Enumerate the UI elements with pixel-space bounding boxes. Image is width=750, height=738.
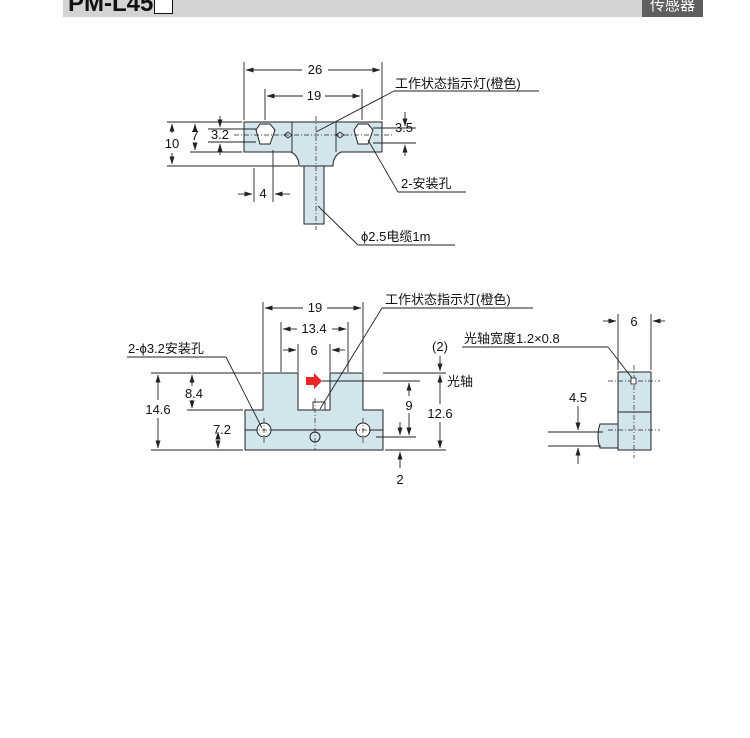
top-view-hole-left bbox=[255, 123, 276, 145]
top-view: 26 19 10 7 3.2 3.5 4 bbox=[165, 62, 539, 246]
front-dim-axis-height: 9 bbox=[405, 398, 412, 413]
front-indicator-label: 工作状态指示灯(橙色) bbox=[385, 292, 511, 307]
front-dim-slot-depth: 8.4 bbox=[185, 386, 203, 401]
category-tag: 传感器 bbox=[641, 0, 703, 17]
model-suffix-box bbox=[154, 0, 174, 14]
front-view-body bbox=[244, 372, 384, 451]
side-view-lower bbox=[617, 411, 652, 451]
side-dim-width: 6 bbox=[630, 314, 637, 329]
front-dim-hole-pitch: 19 bbox=[308, 300, 322, 315]
dim-total-width: 26 bbox=[308, 62, 322, 77]
mount-holes-label: 2-安装孔 bbox=[401, 176, 452, 191]
side-view: 6 4.5 光轴宽度1.2×0.8 bbox=[462, 314, 665, 464]
dim-hole-left: 3.2 bbox=[211, 127, 229, 142]
front-dim-gap: (2) bbox=[432, 339, 448, 354]
front-mount-holes-label: 2-ϕ3.2安装孔 bbox=[128, 341, 204, 356]
optical-axis-window bbox=[630, 377, 637, 385]
front-dim-total-height: 14.6 bbox=[145, 402, 170, 417]
top-view-body bbox=[243, 121, 383, 167]
model-name: PM-L45 bbox=[68, 0, 154, 17]
axis-width-label: 光轴宽度1.2×0.8 bbox=[464, 331, 560, 346]
indicator-arrow bbox=[306, 373, 322, 389]
optical-axis-label: 光轴 bbox=[447, 374, 473, 389]
header-bar bbox=[63, 0, 703, 17]
front-dim-bottom: 2 bbox=[396, 472, 403, 487]
front-dim-slot-width: 6 bbox=[310, 343, 317, 358]
front-dim-hole-height: 7.2 bbox=[213, 422, 231, 437]
dim-hole-pitch: 19 bbox=[307, 88, 321, 103]
dim-inner-height: 7 bbox=[191, 128, 198, 143]
side-view-cable-block bbox=[597, 423, 619, 449]
indicator-label: 工作状态指示灯(橙色) bbox=[395, 76, 521, 91]
front-dim-right-height: 12.6 bbox=[427, 406, 452, 421]
cable-label: ϕ2.5电缆1m bbox=[361, 229, 430, 244]
top-view-cable bbox=[303, 165, 325, 225]
front-view: 19 13.4 6 14.6 8.4 7.2 9 bbox=[127, 292, 533, 487]
dim-height: 10 bbox=[165, 136, 179, 151]
model-title: PM-L45 bbox=[68, 0, 174, 17]
side-dim-cable-height: 4.5 bbox=[569, 390, 587, 405]
front-dim-slot-outer: 13.4 bbox=[301, 321, 326, 336]
dim-cable-offset: 4 bbox=[259, 186, 266, 201]
dim-hole-right: 3.5 bbox=[395, 120, 413, 135]
top-view-hole-right bbox=[353, 123, 374, 145]
